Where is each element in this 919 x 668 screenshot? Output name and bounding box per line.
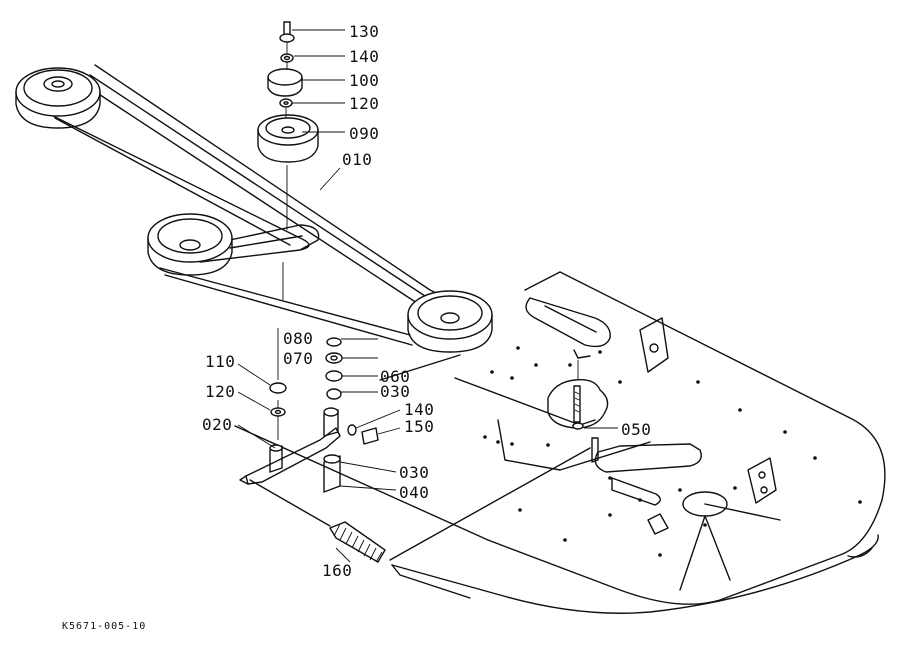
callout-010: 010 (342, 150, 373, 169)
pulley-left-middle (147, 213, 233, 276)
callout-050: 050 (621, 420, 652, 439)
callout-090: 090 (349, 124, 380, 143)
callout-160: 160 (322, 561, 353, 580)
pulley-right (407, 290, 493, 353)
v-belt (26, 64, 481, 346)
figure-code: K5671-005-10 (62, 621, 147, 632)
callout-140-lower: 140 (404, 400, 435, 419)
pulley-090 (257, 114, 319, 163)
callout-140: 140 (349, 47, 380, 66)
callout-020: 020 (202, 415, 233, 434)
tension-arm (239, 328, 341, 493)
callout-130: 130 (349, 22, 380, 41)
callout-060: 060 (380, 367, 411, 386)
callout-150: 150 (404, 417, 435, 436)
spring-160 (249, 447, 591, 563)
callout-030-upper: 030 (380, 382, 411, 401)
callout-070: 070 (283, 349, 314, 368)
washers-nuts-right (269, 337, 379, 445)
callout-120-lower: 120 (205, 382, 236, 401)
callout-030-lower: 030 (399, 463, 430, 482)
pulley-hardware-stack (267, 21, 303, 300)
leader-lines (237, 29, 618, 563)
callout-040: 040 (399, 483, 430, 502)
callout-110: 110 (205, 352, 236, 371)
callout-100: 100 (349, 71, 380, 90)
bolt-050 (572, 349, 599, 463)
callout-080: 080 (283, 329, 314, 348)
callout-120: 120 (349, 94, 380, 113)
pulley-left-top (15, 67, 101, 129)
